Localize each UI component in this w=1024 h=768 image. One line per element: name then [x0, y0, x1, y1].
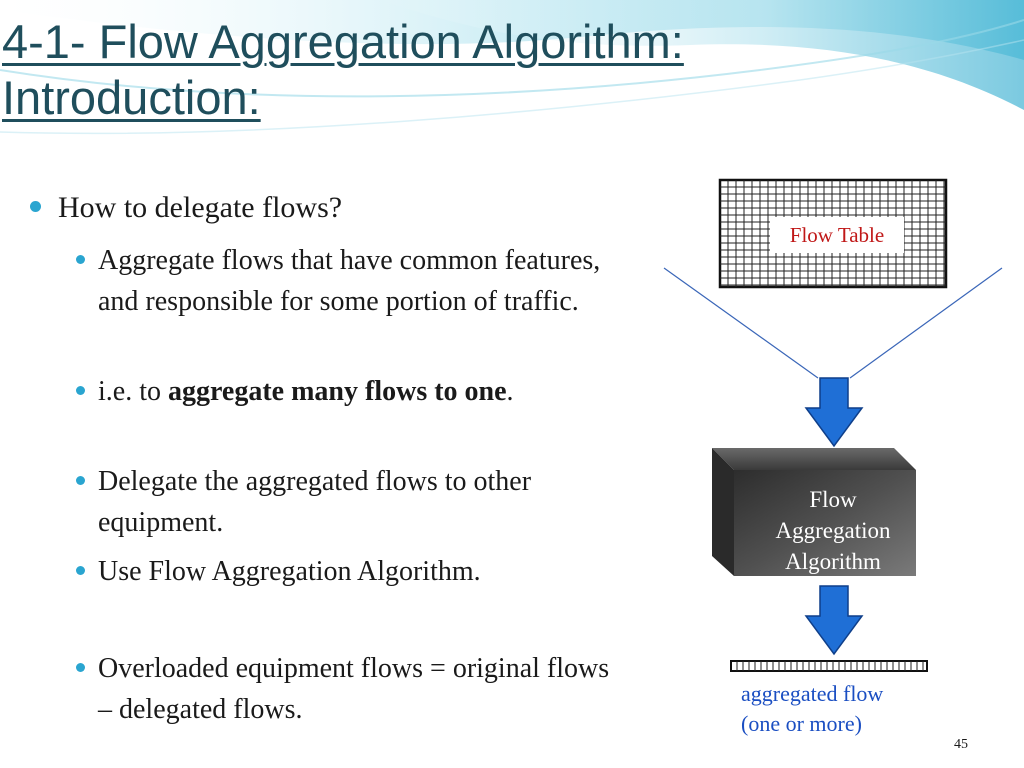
aggregated-label-line: (one or more) — [741, 711, 862, 736]
bullet-level2: Overloaded equipment flows = original fl… — [76, 648, 628, 730]
bullet-text-bold: aggregate many flows to one — [168, 376, 507, 407]
box-label-line: Flow — [809, 487, 857, 512]
bullet-dot — [30, 201, 41, 212]
page-number: 45 — [954, 737, 968, 752]
flow-table-label: Flow Table — [770, 217, 904, 253]
flow-table-grid — [720, 180, 946, 287]
bullet-dot — [76, 386, 85, 395]
algorithm-box — [712, 448, 916, 576]
bullet-level2: Delegate the aggregated flows to other e… — [76, 461, 628, 543]
title-line-1: 4-1- Flow Aggregation Algorithm: — [2, 15, 684, 68]
bullet-text-pre: i.e. to — [98, 376, 168, 407]
bullet-level2: Aggregate flows that have common feature… — [76, 240, 628, 322]
aggregated-flow-row — [730, 660, 928, 672]
bullet-dot — [76, 566, 85, 575]
funnel-lines — [663, 267, 1003, 379]
slide-title: 4-1- Flow Aggregation Algorithm: Introdu… — [2, 14, 1002, 126]
bullet-level2: Use Flow Aggregation Algorithm. — [76, 551, 628, 592]
down-arrow-icon — [804, 377, 864, 448]
bullet-dot — [76, 476, 85, 485]
down-arrow-icon — [804, 585, 864, 656]
bullet-dot — [76, 255, 85, 264]
bullet-text: Aggregate flows that have common feature… — [98, 245, 601, 317]
aggregated-flow-label: aggregated flow (one or more) — [741, 679, 971, 739]
bullet-text: Overloaded equipment flows = original fl… — [98, 653, 610, 725]
wave-line — [0, 39, 1024, 135]
aggregated-label-line: aggregated flow — [741, 681, 884, 706]
wave-shape — [380, 0, 1024, 110]
bullet-dot — [76, 663, 85, 672]
bullet-text: Use Flow Aggregation Algorithm. — [98, 556, 481, 587]
box-label-line: Aggregation — [775, 518, 891, 543]
bullet-level1: How to delegate flows? — [30, 190, 618, 226]
aggregated-flow-grid — [736, 661, 924, 671]
title-line-2: Introduction: — [2, 71, 261, 124]
bullet-level2: i.e. to aggregate many flows to one. — [76, 371, 628, 412]
bullet-text-post: . — [506, 376, 514, 407]
bullet-text: How to delegate flows? — [58, 191, 343, 224]
algorithm-box-label: Flow Aggregation Algorithm — [742, 484, 924, 577]
wave-line — [0, 19, 1024, 98]
bullet-text: Delegate the aggregated flows to other e… — [98, 466, 532, 538]
box-label-line: Algorithm — [785, 549, 881, 574]
